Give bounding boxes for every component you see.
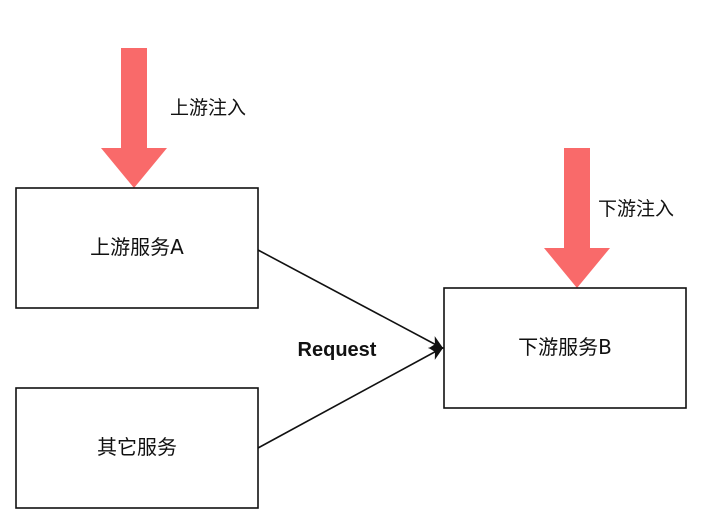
upstream-injection-label: 上游注入 (170, 97, 246, 119)
upstream-injection-head (101, 148, 167, 188)
downstream-service-label: 下游服务B (518, 335, 612, 359)
upstream-service-label: 上游服务A (90, 235, 184, 259)
downstream-injection-shaft (564, 148, 590, 250)
downstream-injection-label: 下游注入 (598, 198, 674, 220)
downstream-service-box (443, 287, 687, 409)
request-edge-from-upstream (257, 249, 444, 349)
downstream-injection-arrow (544, 148, 610, 288)
other-service-box (15, 387, 259, 509)
request-edge-from-other (257, 347, 444, 449)
upstream-service-node: 上游服务A (15, 187, 259, 309)
upstream-injection-arrow (101, 48, 167, 188)
request-edge-label: Request (298, 339, 377, 361)
other-service-node: 其它服务 (15, 387, 259, 509)
downstream-service-node: 下游服务B (443, 287, 687, 409)
other-service-label: 其它服务 (97, 435, 177, 459)
downstream-injection-head (544, 248, 610, 288)
upstream-service-box (15, 187, 259, 309)
upstream-injection-shaft (121, 48, 147, 150)
